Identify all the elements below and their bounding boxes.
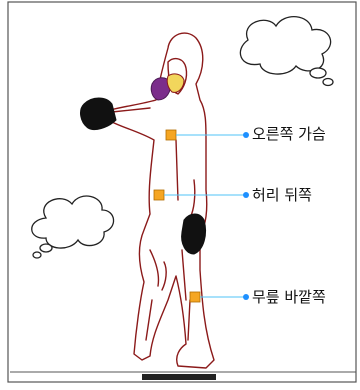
label-knee: 무릎 바깥쪽: [252, 290, 326, 305]
glove-extended: [81, 98, 116, 130]
glove-lower: [182, 214, 206, 254]
sensor-knee: [190, 292, 200, 302]
cloud-thought-bubble-icon: [240, 17, 333, 86]
leader-dot-back: [243, 192, 249, 198]
floor-mat: [142, 374, 216, 380]
cloud-thought-bubble-icon: [32, 196, 114, 258]
label-chest: 오른쪽 가슴: [252, 127, 326, 142]
leader-dot-chest: [243, 132, 249, 138]
sensor-chest: [166, 130, 176, 140]
sensor-back: [154, 190, 164, 200]
label-back: 허리 뒤쪽: [252, 188, 312, 203]
leader-dot-knee: [243, 294, 249, 300]
